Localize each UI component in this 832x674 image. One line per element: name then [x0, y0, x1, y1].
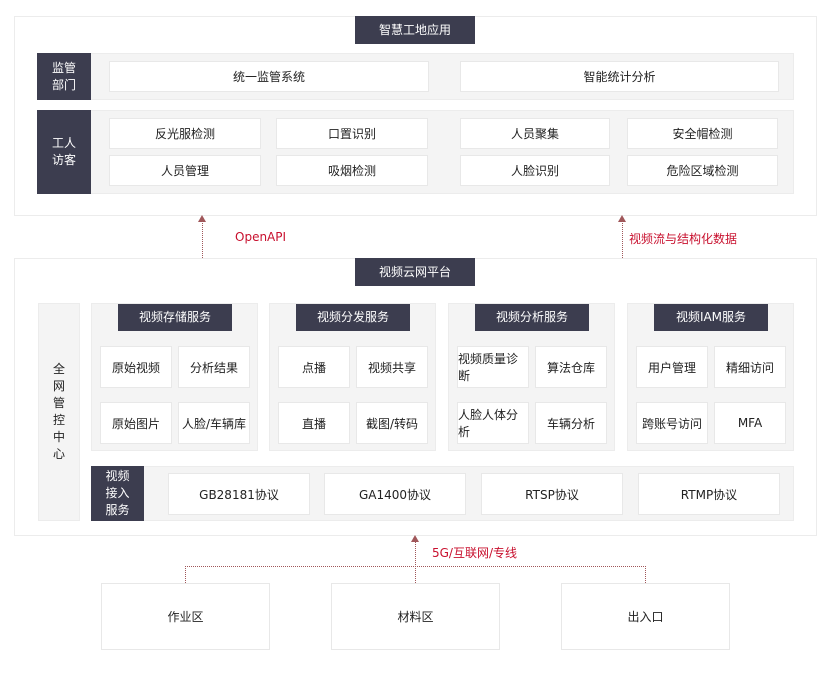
service-item: 截图/转码: [356, 402, 428, 444]
protocol-box: RTSP协议: [481, 473, 623, 515]
openapi-arrow: [202, 220, 203, 258]
site-box: 作业区: [101, 583, 270, 650]
site-box: 材料区: [331, 583, 500, 650]
service-title: 视频分析服务: [475, 304, 589, 331]
control-center-label: 全网管控中心: [52, 362, 65, 461]
feature-box: 口置识别: [276, 118, 428, 149]
service-title: 视频IAM服务: [654, 304, 768, 331]
feature-box: 人脸识别: [460, 155, 610, 186]
service-item: 视频共享: [356, 346, 428, 388]
control-center-column: 全网管控中心: [38, 303, 80, 521]
service-title: 视频分发服务: [296, 304, 410, 331]
access-label: 视频 接入 服务: [91, 466, 144, 521]
feature-box: 吸烟检测: [276, 155, 428, 186]
feature-box: 危险区域检测: [627, 155, 778, 186]
service-item: 跨账号访问: [636, 402, 708, 444]
arrow-up-icon: [411, 535, 419, 542]
data-arrow: [622, 220, 623, 258]
statistics-box: 智能统计分析: [460, 61, 779, 92]
platform-title: 视频云网平台: [355, 258, 475, 286]
network-label: 5G/互联网/专线: [432, 546, 518, 560]
openapi-label: OpenAPI: [235, 230, 287, 244]
service-item: 车辆分析: [535, 402, 607, 444]
service-item: 人脸/车辆库: [178, 402, 250, 444]
service-item: 精细访问: [714, 346, 786, 388]
service-item: 分析结果: [178, 346, 250, 388]
feature-box: 人员聚集: [460, 118, 610, 149]
service-item: 直播: [278, 402, 350, 444]
arrow-up-icon: [198, 215, 206, 222]
service-title: 视频存储服务: [118, 304, 232, 331]
feature-box: 人员管理: [109, 155, 261, 186]
service-item: 算法仓库: [535, 346, 607, 388]
data-stream-label: 视频流与结构化数据: [629, 232, 738, 246]
service-item: 用户管理: [636, 346, 708, 388]
feature-box: 安全帽检测: [627, 118, 778, 149]
network-connector: [185, 566, 646, 567]
service-item: 原始图片: [100, 402, 172, 444]
service-item: MFA: [714, 402, 786, 444]
site-box: 出入口: [561, 583, 730, 650]
worker-label: 工人 访客: [37, 110, 91, 194]
service-item: 点播: [278, 346, 350, 388]
connector-drop: [645, 566, 646, 583]
service-item: 原始视频: [100, 346, 172, 388]
unified-supervision-box: 统一监管系统: [109, 61, 429, 92]
app-panel-title: 智慧工地应用: [355, 16, 475, 44]
protocol-box: GA1400协议: [324, 473, 466, 515]
connector-drop: [185, 566, 186, 583]
protocol-box: GB28181协议: [168, 473, 310, 515]
regulator-label: 监管 部门: [37, 53, 91, 100]
network-arrow: [415, 541, 416, 583]
arrow-up-icon: [618, 215, 626, 222]
protocol-box: RTMP协议: [638, 473, 780, 515]
service-item: 视频质量诊断: [457, 346, 529, 388]
feature-box: 反光服检测: [109, 118, 261, 149]
service-item: 人脸人体分析: [457, 402, 529, 444]
